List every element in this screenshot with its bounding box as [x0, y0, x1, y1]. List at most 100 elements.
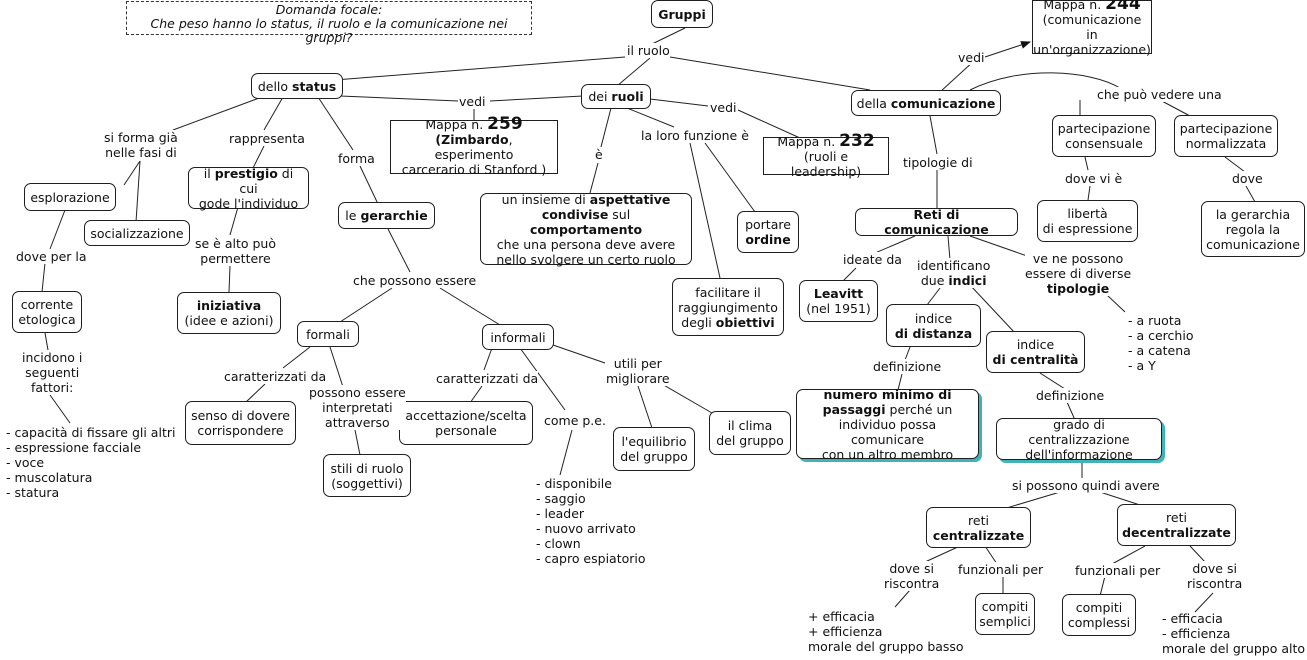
node-reti-comunicazione[interactable]: Reti di comunicazione: [855, 207, 1018, 237]
link-funzione: la loro funzione è: [641, 128, 749, 143]
gerarchie-label: le gerarchie: [345, 208, 428, 223]
prestigio-line2: gode l'individuo: [198, 195, 299, 211]
aspettative-line3: che una persona deve avere: [496, 236, 676, 252]
link-il-ruolo: il ruolo: [627, 43, 670, 58]
facilitare-line3: degli obiettivi: [681, 314, 775, 330]
node-socializzazione[interactable]: socializzazione: [84, 220, 190, 246]
link-vedi-259: vedi: [459, 94, 486, 109]
gerarchia-line3: comunicazione: [1206, 236, 1300, 252]
mappa-232-line2: (ruoli e leadership): [790, 148, 862, 179]
consensuale-line2: consensuale: [1065, 136, 1143, 151]
node-informali[interactable]: informali: [482, 324, 554, 350]
link-come-pe: come p.e.: [544, 413, 606, 428]
stili-line1: stili di ruolo: [330, 460, 404, 476]
grado-line1: grado di centralizzazione: [1028, 416, 1130, 447]
node-corrente-etologica[interactable]: corrente etologica: [12, 291, 82, 333]
informali-label: informali: [490, 329, 546, 345]
numero-line4: con un altro membro: [821, 446, 954, 462]
node-accettazione[interactable]: accettazione/scelta personale: [399, 401, 533, 445]
node-portare-ordine[interactable]: portare ordine: [737, 211, 799, 253]
leavitt-line2: (nel 1951): [806, 301, 871, 316]
link-e: è: [595, 147, 603, 162]
prestigio-line1: il prestigio di cui: [203, 165, 294, 196]
node-clima[interactable]: il clima del gruppo: [709, 411, 791, 455]
node-mappa-232[interactable]: Mappa n. 232 (ruoli e leadership): [763, 132, 889, 179]
link-che-puo: che può vedere una: [1097, 87, 1222, 102]
list-ruoli-esempi: - disponibile- saggio- leader- nuovo arr…: [536, 476, 646, 566]
link-caratterizzati-formali: caratterizzati da: [224, 369, 327, 384]
node-numero-minimo[interactable]: numero minimo di passaggi perché un indi…: [796, 387, 979, 462]
node-liberta[interactable]: libertà di espressione: [1037, 200, 1138, 242]
consensuale-line1: partecipazione: [1057, 121, 1151, 136]
node-indice-distanza[interactable]: indice di distanza: [886, 304, 981, 347]
node-prestigio[interactable]: il prestigio di cui gode l'individuo: [188, 165, 309, 211]
node-compiti-complessi[interactable]: compiti complessi: [1062, 594, 1136, 636]
node-comunicazione[interactable]: della comunicazione: [851, 90, 1001, 116]
node-partecipazione-normalizzata[interactable]: partecipazione normalizzata: [1174, 115, 1278, 157]
reti-decentralizzate-line1: reti: [1166, 510, 1187, 525]
link-si-possono: si possono quindi avere: [1012, 478, 1160, 493]
node-gerarchie[interactable]: le gerarchie: [338, 202, 435, 229]
list-tipologie: - a ruota- a cerchio- a catena- a Y: [1128, 313, 1194, 373]
ordine-line2: ordine: [745, 232, 791, 247]
iniziativa-line1: iniziativa: [196, 298, 262, 313]
node-leavitt[interactable]: Leavitt (nel 1951): [799, 280, 878, 322]
node-facilitare[interactable]: facilitare il raggiungimento degli obiet…: [672, 278, 784, 336]
gerarchia-line2: regola la: [1225, 221, 1281, 237]
link-vedi-244: vedi: [958, 50, 985, 65]
reti-label: Reti di comunicazione: [884, 207, 989, 237]
distanza-line2: di distanza: [894, 325, 973, 341]
corrente-line1: corrente: [20, 297, 74, 312]
mappa-259-title: Mappa n. 259: [425, 114, 523, 134]
link-funzionali-decentr: funzionali per: [1075, 563, 1161, 578]
node-reti-centralizzate[interactable]: reti centralizzate: [926, 507, 1031, 548]
link-rappresenta: rappresenta: [229, 131, 305, 146]
centralita-line1: indice: [1016, 337, 1055, 352]
aspettative-line4: nello svolgere un certo ruolo: [496, 251, 676, 267]
node-equilibrio[interactable]: l'equilibrio del gruppo: [613, 427, 695, 471]
grado-line2: dell'informazione: [1025, 446, 1133, 462]
focal-text: Che peso hanno lo status, il ruolo e la …: [150, 16, 508, 45]
focal-question: Domanda focale: Che peso hanno lo status…: [126, 1, 532, 45]
node-gerarchia-regola[interactable]: la gerarchia regola la comunicazione: [1201, 201, 1305, 257]
node-partecipazione-consensuale[interactable]: partecipazione consensuale: [1052, 115, 1156, 157]
node-aspettative[interactable]: un insieme di aspettative condivise sul …: [480, 192, 692, 267]
accettazione-line2: personale: [435, 423, 497, 438]
centralita-line2: di centralità: [992, 352, 1079, 367]
node-formali[interactable]: formali: [297, 321, 359, 347]
esplorazione-label: esplorazione: [30, 189, 110, 205]
link-tipologie-di: tipologie di: [903, 155, 973, 170]
node-ruoli[interactable]: dei ruoli: [581, 84, 651, 109]
node-compiti-semplici[interactable]: compiti semplici: [975, 593, 1035, 635]
node-esplorazione[interactable]: esplorazione: [24, 183, 116, 211]
node-gruppi[interactable]: Gruppi: [651, 0, 713, 28]
stili-line2: (soggettivi): [331, 475, 403, 491]
node-status-label: dello status: [257, 78, 337, 94]
node-mappa-259[interactable]: Mappa n. 259 (Zimbardo, esperimento carc…: [390, 114, 558, 177]
iniziativa-line2: (idee e azioni): [184, 313, 274, 328]
node-mappa-244[interactable]: Mappa n. 244 (comunicazione in un'organi…: [1032, 0, 1152, 57]
corrente-line2: etologica: [18, 312, 76, 327]
node-ruoli-label: dei ruoli: [588, 89, 644, 104]
socializzazione-label: socializzazione: [90, 225, 184, 241]
node-senso-dovere[interactable]: senso di dovere corrispondere: [185, 401, 296, 445]
node-stili-ruolo[interactable]: stili di ruolo (soggettivi): [323, 454, 411, 497]
node-iniziativa[interactable]: iniziativa (idee e azioni): [177, 292, 281, 334]
node-status[interactable]: dello status: [251, 73, 343, 99]
facilitare-line2: raggiungimento: [678, 299, 778, 315]
node-reti-decentralizzate[interactable]: reti decentralizzate: [1117, 504, 1236, 546]
ordine-line1: portare: [745, 217, 791, 232]
node-indice-centralita[interactable]: indice di centralità: [986, 331, 1085, 373]
clima-line2: del gruppo: [716, 433, 784, 448]
node-grado-centralizzazione[interactable]: grado di centralizzazione dell'informazi…: [996, 416, 1162, 462]
link-ideate-da: ideate da: [843, 252, 902, 267]
leavitt-line1: Leavitt: [813, 286, 864, 301]
link-caratterizzati-informali: caratterizzati da: [436, 371, 539, 386]
